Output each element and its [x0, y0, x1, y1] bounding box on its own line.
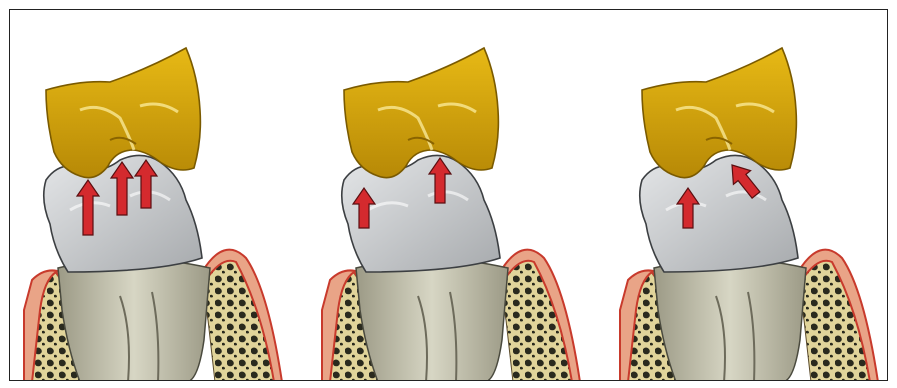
lower-molar-crown	[640, 155, 798, 272]
panel-1	[24, 48, 282, 381]
panel-2	[322, 48, 580, 381]
lower-molar-root	[356, 259, 508, 381]
figure-frame	[9, 9, 888, 381]
occlusion-diagram	[10, 10, 888, 381]
lower-molar-root	[654, 259, 806, 381]
panel-3	[620, 48, 878, 381]
lower-molar-root	[58, 259, 210, 381]
